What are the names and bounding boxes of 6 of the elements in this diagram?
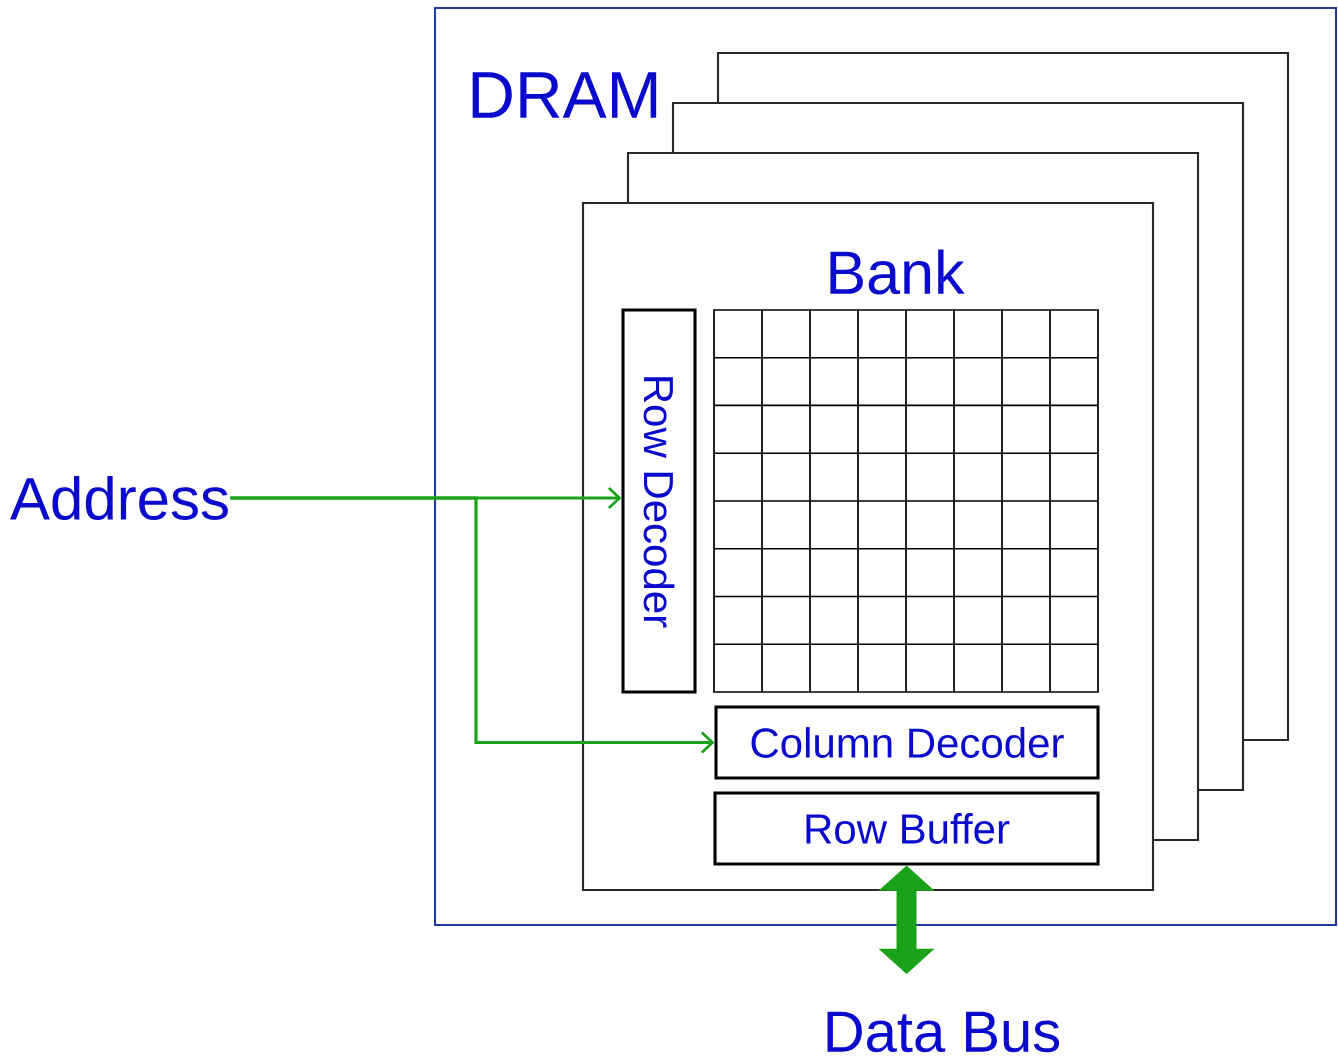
buffer-box: Row Buffer	[713, 791, 1100, 866]
arrow	[230, 496, 715, 754]
decoder-box: Row Decoder	[621, 308, 697, 694]
signal-label: Data Bus	[827, 1011, 1060, 1053]
decoder-box: Column Decoder	[714, 705, 1100, 780]
signal-label: Address	[10, 475, 228, 521]
